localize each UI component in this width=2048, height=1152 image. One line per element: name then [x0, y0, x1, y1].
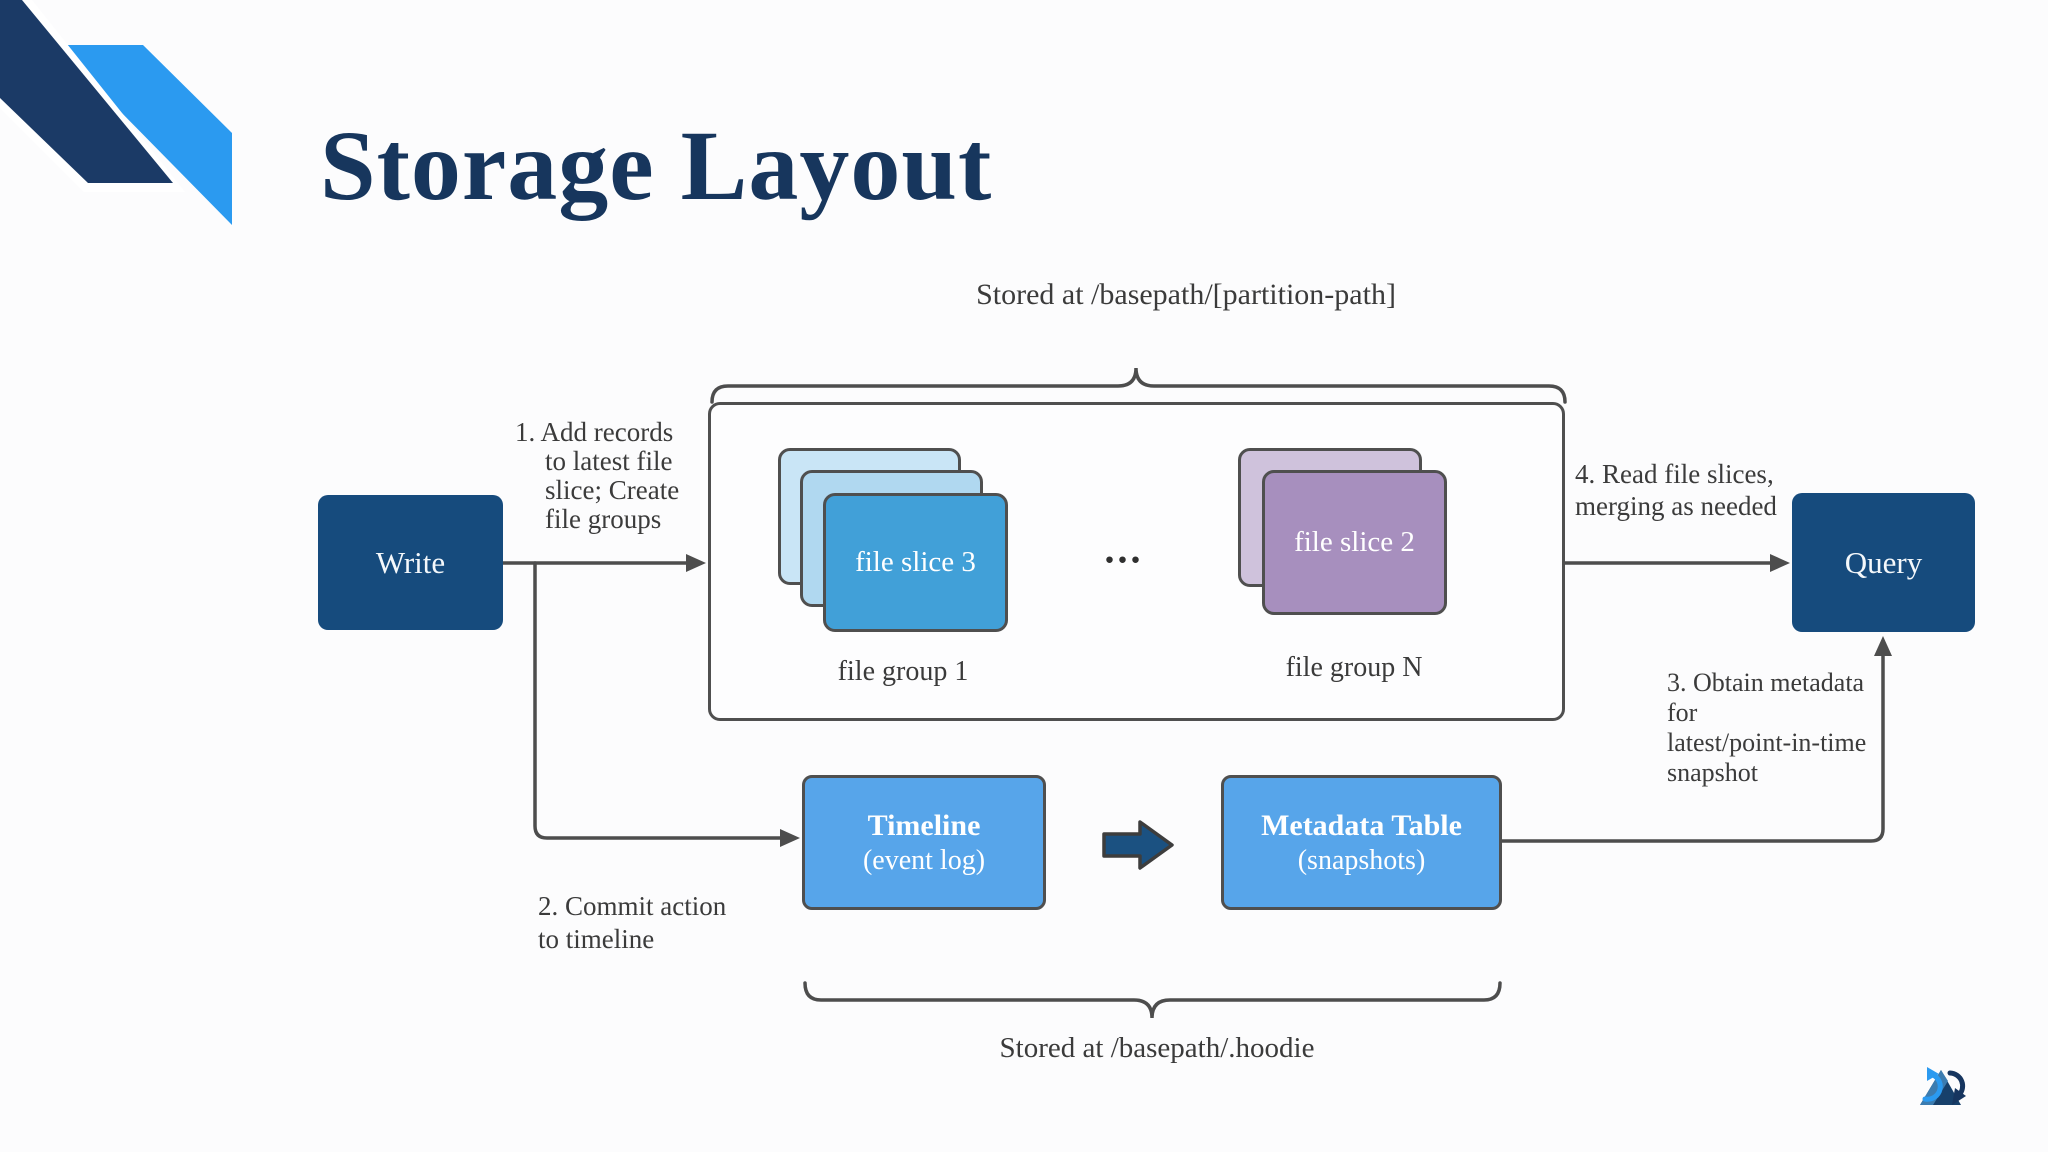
step1-annotation: 1. Add records to latest file slice; Cre… — [515, 417, 680, 534]
block-arrow-icon — [1102, 820, 1174, 870]
arrowhead-into-timeline — [780, 829, 800, 847]
file-group-n-label: file group N — [1285, 652, 1423, 683]
arrowhead-into-filegroups — [686, 554, 706, 572]
arrow-write-to-timeline — [533, 561, 784, 840]
metadata-table-title: Metadata Table — [1261, 808, 1462, 842]
brand-logo-icon — [1920, 1067, 1966, 1105]
step3-annotation: 3. Obtain metadata for latest/point-in-t… — [1667, 668, 1867, 787]
step4-annotation: 4. Read file slices, merging as needed — [1575, 459, 1777, 521]
arrowhead-into-query-bottom — [1874, 636, 1892, 656]
metadata-table-box: Metadata Table (snapshots) — [1221, 775, 1502, 910]
timeline-box: Timeline (event log) — [802, 775, 1046, 910]
file-group-1-label: file group 1 — [837, 656, 969, 687]
file-slice-2-label: file slice 2 — [1294, 526, 1415, 558]
partition-path-label: Stored at /basepath/[partition-path] — [976, 278, 1396, 311]
query-label: Query — [1844, 544, 1923, 580]
arrow-metadata-to-query — [1500, 654, 1885, 843]
top-brace-icon — [710, 367, 1567, 404]
bottom-brace-icon — [803, 981, 1502, 1019]
write-label: Write — [375, 544, 446, 580]
timeline-title: Timeline — [867, 808, 981, 842]
metadata-table-subtitle: (snapshots) — [1297, 844, 1426, 876]
query-box: Query — [1792, 493, 1975, 632]
page-title: Storage Layout — [320, 110, 993, 221]
file-slice-front-card: file slice 2 — [1262, 470, 1447, 615]
file-slice-3-label: file slice 3 — [855, 546, 976, 578]
arrowhead-into-query-left — [1770, 554, 1790, 572]
hoodie-path-label: Stored at /basepath/.hoodie — [999, 1032, 1315, 1064]
ellipsis-label: ... — [1104, 526, 1144, 572]
timeline-subtitle: (event log) — [862, 844, 986, 876]
write-box: Write — [318, 495, 503, 630]
corner-ribbon-icon — [0, 0, 232, 225]
file-slice-front-card: file slice 3 — [823, 493, 1008, 632]
step2-annotation: 2. Commit action to timeline — [538, 891, 727, 954]
